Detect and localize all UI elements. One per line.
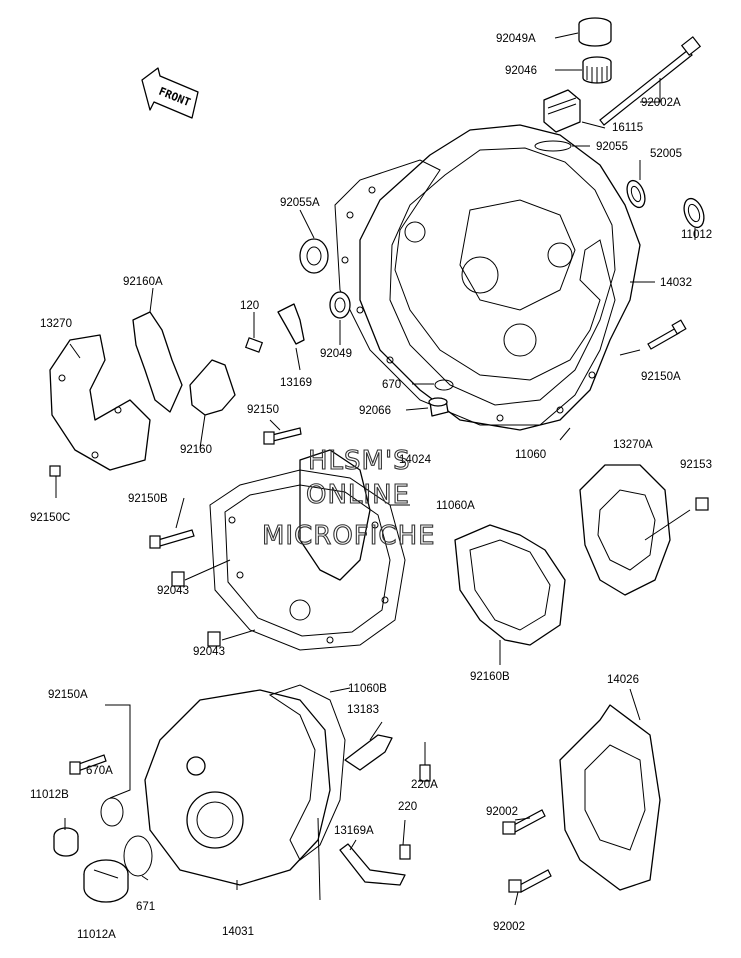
label-13169: 13169: [280, 377, 312, 389]
label-92046: 92046: [505, 65, 537, 77]
bolt-92002a-icon: [502, 809, 546, 835]
label-670A: 670A: [86, 765, 113, 777]
sprocket-cover-14026-icon: [559, 704, 661, 891]
label-11060B: 11060B: [348, 683, 387, 695]
bolt-92150-icon: [263, 427, 302, 445]
oil-filler-cap-16115-icon: [543, 89, 581, 133]
label-220A: 220A: [411, 779, 438, 791]
dowel-92043b-icon: [207, 631, 221, 647]
label-14024: 14024: [399, 454, 432, 466]
label-670: 670: [382, 379, 401, 391]
dowel-92043a-icon: [171, 571, 185, 587]
guard-13270A-icon: [579, 464, 671, 596]
guide-92160A-icon: [132, 311, 183, 413]
small-bolt-120-icon: [244, 337, 264, 353]
chain-guard-13270-icon: [49, 334, 151, 471]
bolt-92153-icon: [695, 497, 709, 511]
label-92066: 92066: [359, 405, 391, 417]
label-120: 120: [240, 300, 259, 312]
guide-92160B-icon: [454, 524, 566, 646]
label-13270A: 13270A: [613, 439, 653, 451]
label-14032: 14032: [660, 277, 692, 289]
label-11012B: 11012B: [30, 789, 69, 801]
o-ring-670-icon: [434, 379, 454, 391]
label-92160B: 92160B: [470, 671, 510, 683]
cover-14024-icon: [299, 449, 371, 581]
long-bolt-92002A-icon: [599, 36, 702, 126]
label-11012A: 11012A: [77, 929, 116, 941]
oil-seal-92049-icon: [329, 291, 351, 319]
generator-cover-14031-icon: [144, 689, 331, 886]
label-16115: 16115: [612, 122, 643, 134]
watermark-line-2: ONLINE: [306, 480, 410, 510]
plug-11012B-icon: [53, 827, 79, 857]
right-cover-gasket-11060: [334, 159, 616, 426]
oil-seal-11012-icon: [683, 197, 705, 229]
label-92043a: 92043: [157, 585, 189, 597]
clamp-13169-icon: [277, 303, 305, 345]
front-arrow-icon: FRONT: [141, 67, 199, 119]
bolt-92150B-icon: [149, 529, 195, 549]
oil-seal-52005-icon: [626, 179, 646, 209]
leader-lines: [55, 32, 696, 906]
label-220: 220: [398, 801, 417, 813]
label-11060A: 11060A: [436, 500, 475, 512]
oil-seal-92055A-icon: [299, 238, 329, 274]
gasket-11060A-icon: [209, 469, 406, 651]
bolt-92002b-icon: [508, 869, 552, 893]
watermark: HLSM'S ONLINE MICROFICHE: [261, 445, 436, 551]
label-92049A: 92049A: [496, 33, 536, 45]
label-92055: 92055: [596, 141, 628, 153]
label-92002A: 92002A: [641, 97, 681, 109]
label-92150: 92150: [247, 404, 279, 416]
label-11012: 11012: [681, 229, 712, 241]
o-ring-671-icon: [123, 835, 153, 877]
guide-92160-icon: [189, 359, 236, 416]
bolt-92150C-icon: [49, 465, 61, 477]
label-13169A: 13169A: [334, 825, 374, 837]
label-92002b: 92002: [493, 921, 525, 933]
bolt-220-icon: [399, 844, 411, 860]
label-92043b: 92043: [193, 646, 225, 658]
label-92153: 92153: [680, 459, 712, 471]
clamp-13183-icon: [344, 734, 393, 771]
label-13183: 13183: [347, 704, 379, 716]
label-92150B: 92150B: [128, 493, 168, 505]
clamp-13169A-icon: [339, 843, 406, 886]
label-92150A-bottom: 92150A: [48, 689, 88, 701]
label-92150C: 92150C: [30, 512, 70, 524]
gasket-11060B-icon: [268, 684, 346, 861]
bolt-92150A-bottom-icon: [69, 754, 107, 775]
label-92049: 92049: [320, 348, 352, 360]
label-14031: 14031: [222, 926, 254, 938]
label-13270: 13270: [40, 318, 72, 330]
label-92160: 92160: [180, 444, 212, 456]
watermark-line-1: HLSM'S: [308, 446, 411, 476]
label-52005: 52005: [650, 148, 682, 160]
watermark-line-3: MICROFICHE: [262, 521, 436, 551]
drain-plug-92066-icon: [428, 397, 449, 417]
label-14026: 14026: [607, 674, 639, 686]
label-11060: 11060: [515, 449, 546, 461]
bolt-92150A-icon: [647, 319, 687, 350]
label-671: 671: [136, 901, 155, 913]
part-labels: 92049A 92046 92002A 16115 92055 52005 92…: [30, 33, 712, 941]
plug-11012A-icon: [83, 859, 129, 903]
label-92055A: 92055A: [280, 197, 320, 209]
o-ring-92055-icon: [534, 140, 572, 152]
label-92150A-top: 92150A: [641, 371, 681, 383]
label-92160A: 92160A: [123, 276, 163, 288]
needle-bearing-92046-icon: [582, 56, 612, 84]
right-crankcase-cover-14032: [359, 124, 641, 431]
label-92002a: 92002: [486, 806, 518, 818]
o-ring-670A-icon: [100, 797, 124, 827]
bearing-92049A-icon: [578, 17, 612, 47]
